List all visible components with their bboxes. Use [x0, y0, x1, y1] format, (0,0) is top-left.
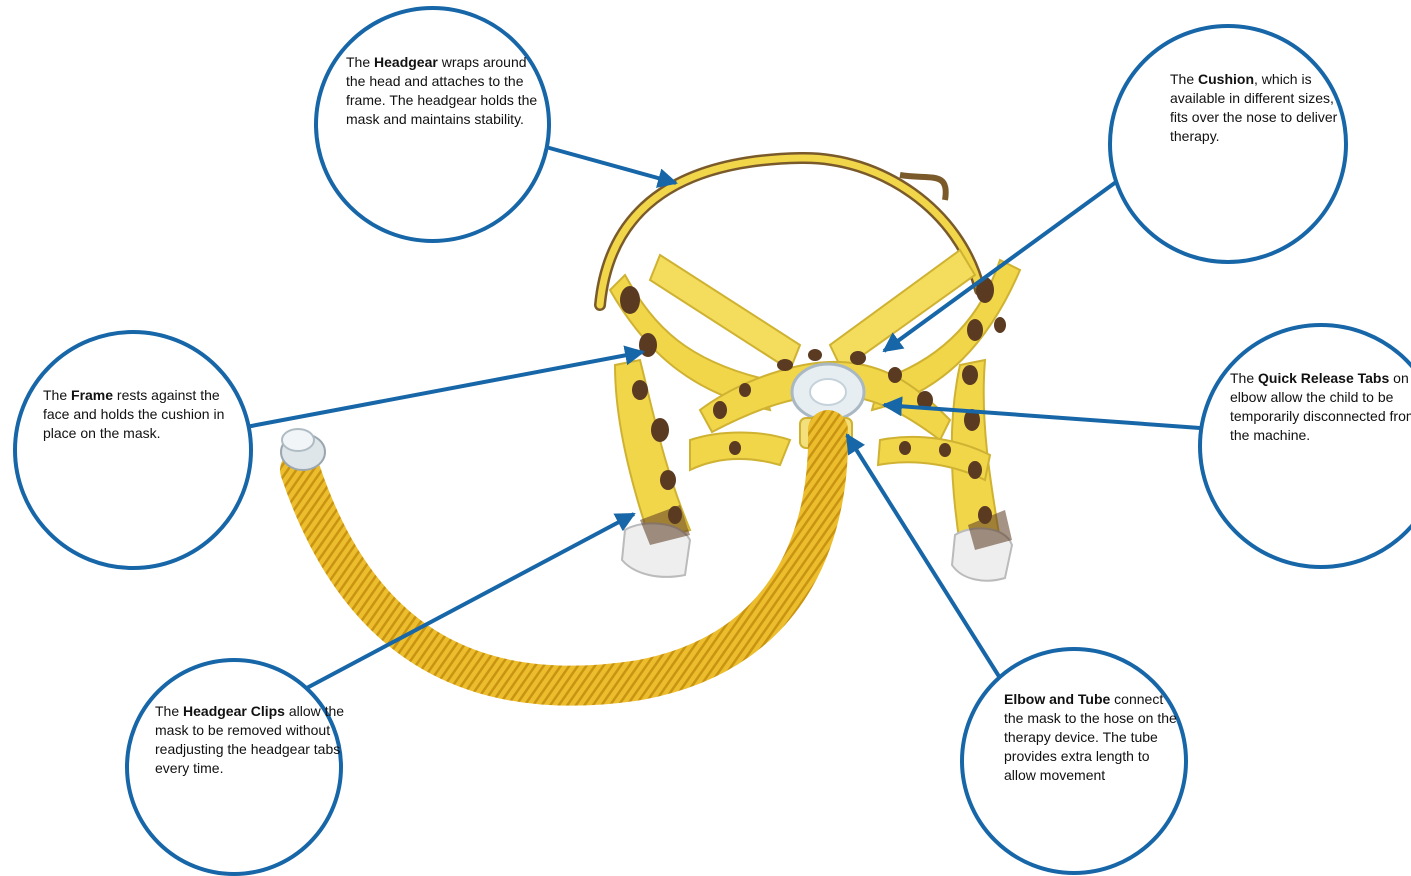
quick-release-tabs-callout-text: The Quick Release Tabs on the elbow allo… [1230, 369, 1411, 445]
headgear-callout: The Headgear wraps around the head and a… [314, 6, 551, 243]
frame-term: Frame [71, 387, 113, 403]
cushion-callout-text: The Cushion, which is available in diffe… [1170, 70, 1340, 146]
headgear-clips-callout-text: The Headgear Clips allow the mask to be … [155, 702, 345, 778]
elbow-and-tube-callout: Elbow and Tube connect the mask to the h… [960, 647, 1188, 875]
headgear-callout-text: The Headgear wraps around the head and a… [346, 53, 542, 129]
headgear-term: Headgear [374, 54, 438, 70]
frame-connector [230, 352, 643, 430]
headgear-clips-term: Headgear Clips [183, 703, 285, 719]
cushion-callout: The Cushion, which is available in diffe… [1108, 24, 1348, 264]
frame-callout-text: The Frame rests against the face and hol… [43, 386, 233, 443]
quick-release-tabs-term: Quick Release Tabs [1258, 370, 1389, 386]
elbow-and-tube-term: Elbow and Tube [1004, 691, 1110, 707]
cushion-term: Cushion [1198, 71, 1254, 87]
frame-callout: The Frame rests against the face and hol… [13, 330, 253, 570]
headgear-connector [535, 144, 676, 183]
elbow-and-tube-callout-text: Elbow and Tube connect the mask to the h… [1004, 690, 1184, 785]
headgear-clips-callout: The Headgear Clips allow the mask to be … [125, 658, 343, 876]
